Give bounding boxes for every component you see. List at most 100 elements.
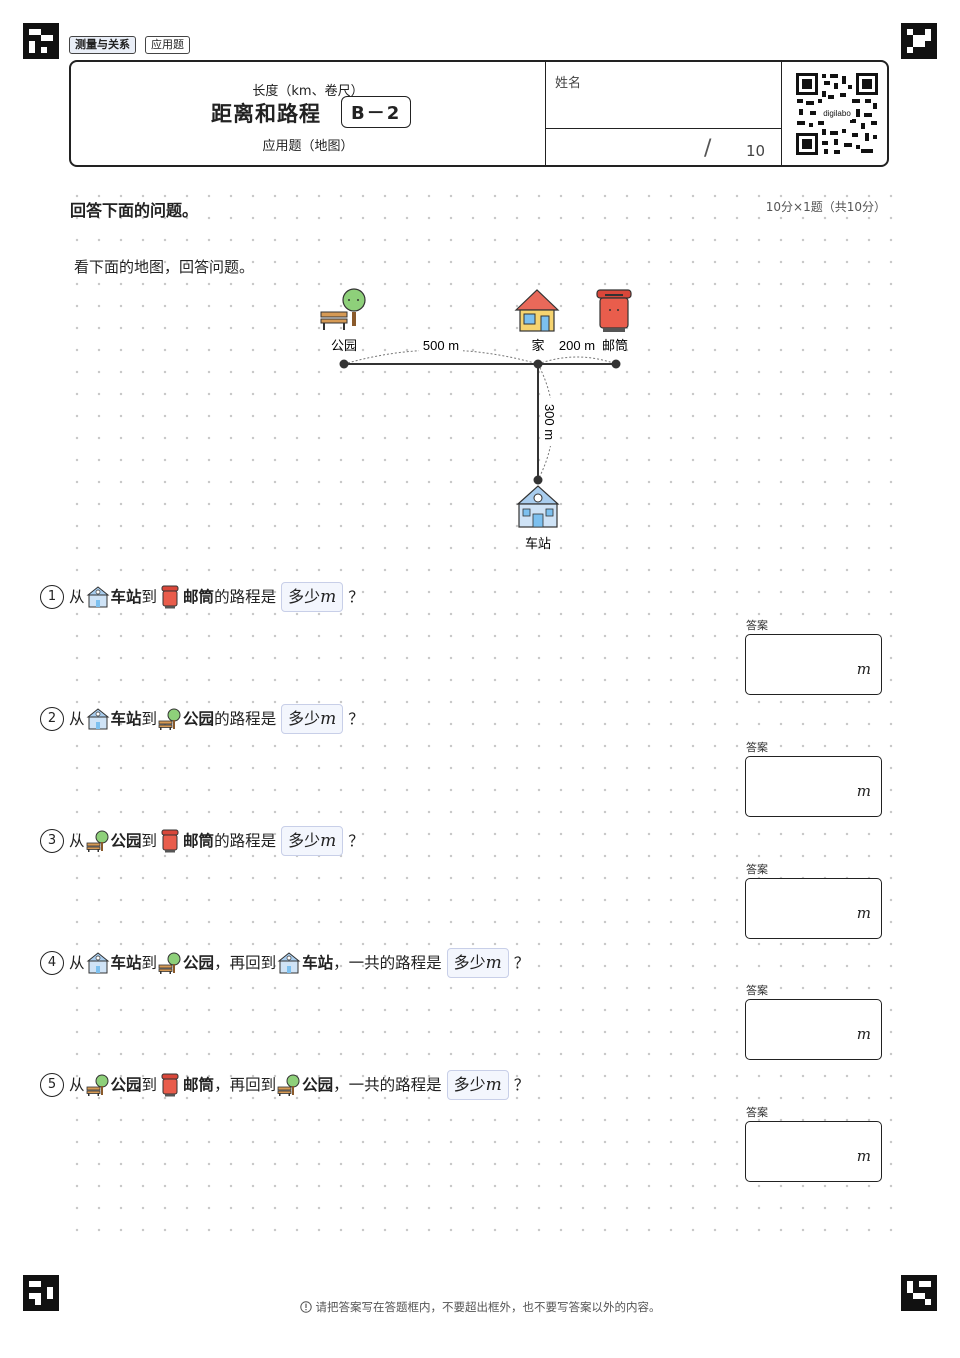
ask-box: 多少m [281, 704, 344, 734]
question-text: 的路程是 [214, 832, 277, 850]
park-icon [320, 288, 366, 330]
place-park: 公园 [110, 1076, 142, 1094]
place-post: 邮筒 [183, 832, 215, 850]
place-park: 公园 [302, 1076, 334, 1094]
ask-unit: m [320, 709, 337, 729]
corner-marker-bottom-left [23, 1275, 59, 1311]
ask-box: 多少m [446, 1070, 509, 1100]
answer-label: 答案 [746, 741, 768, 754]
ask-unit: m [485, 953, 502, 973]
place-station: 车站 [110, 710, 142, 728]
answer-box-3[interactable]: m [745, 878, 882, 939]
park-icon [86, 1073, 110, 1097]
question-text: 从 [69, 954, 85, 972]
ask-unit: m [320, 831, 337, 851]
answer-box-2[interactable]: m [745, 756, 882, 817]
lead-text: 看下面的地图，回答问题。 [74, 258, 255, 276]
distance-home-station: 300 m [542, 404, 557, 440]
header-divider [545, 62, 546, 165]
question-number: 3 [40, 829, 64, 853]
park-icon [158, 951, 182, 975]
qr-label: digilabo [823, 109, 851, 118]
ask-box: 多少m [281, 582, 344, 612]
answer-box-5[interactable]: m [745, 1121, 882, 1182]
place-post: 邮筒 [183, 1076, 215, 1094]
question-text: 到 [141, 588, 158, 606]
question-number: 1 [40, 585, 64, 609]
question-mark: ？ [348, 832, 364, 850]
route-map: 500 m 200 m 300 m 公园 家 邮筒 车站 [320, 288, 632, 551]
instruction-text: 回答下面的问题。 [70, 201, 199, 220]
header-divider-qr [781, 62, 782, 165]
station-icon [86, 951, 110, 975]
question-5: 5 从 公园 到 邮筒 ，再回到 公园 ，一共的路程是 多少m ？ [40, 1070, 529, 1100]
worksheet-header: 长度（km、卷尺） 距离和路程 B－2 应用题（地图） 姓名 / 10 digi… [69, 60, 889, 167]
score-slash: / [704, 136, 712, 161]
question-text: 到 [141, 710, 158, 728]
corner-marker-bottom-right [901, 1275, 937, 1311]
question-number: 5 [40, 1073, 64, 1097]
question-text: ，一共的路程是 [333, 1076, 442, 1094]
node-post [611, 359, 621, 369]
place-park: 公园 [183, 954, 215, 972]
answer-unit: m [856, 904, 871, 922]
ask-text: 多少 [288, 587, 321, 606]
question-1: 1 从 车站 到 邮筒 的路程是 多少m ？ [40, 582, 364, 612]
question-text: 的路程是 [214, 710, 277, 728]
question-mark: ？ [348, 710, 364, 728]
question-text: 从 [69, 588, 85, 606]
answer-box-4[interactable]: m [745, 999, 882, 1060]
ask-text: 多少 [453, 1075, 486, 1094]
place-park: 公园 [110, 832, 142, 850]
answer-label: 答案 [746, 1106, 768, 1119]
postbox-icon [158, 1073, 182, 1097]
question-mark: ？ [513, 954, 530, 972]
station-icon [516, 485, 560, 528]
question-3: 3 从 公园 到 邮筒 的路程是 多少m ？ [40, 826, 364, 856]
question-text: ，再回到 [214, 954, 277, 972]
park-icon [86, 829, 110, 853]
question-4: 4 从 车站 到 公园 ，再回到 车站 ，一共的路程是 多少m ？ [40, 948, 529, 978]
answer-box-1[interactable]: m [745, 634, 882, 695]
question-text: 到 [141, 1076, 158, 1094]
worksheet-title: 距离和路程 [211, 102, 321, 126]
place-park: 公园 [183, 710, 215, 728]
place-station: 车站 [302, 954, 334, 972]
ask-text: 多少 [453, 953, 486, 972]
home-icon [514, 289, 560, 332]
name-label: 姓名 [555, 76, 582, 91]
postbox-icon [158, 829, 182, 853]
park-icon [277, 1073, 301, 1097]
place-station: 车站 [110, 588, 142, 606]
node-home [533, 359, 543, 369]
node-park [339, 359, 349, 369]
question-text: 从 [69, 832, 85, 850]
question-mark: ？ [513, 1076, 530, 1094]
ask-text: 多少 [288, 709, 321, 728]
question-text: ，再回到 [214, 1076, 277, 1094]
question-text: 到 [141, 832, 158, 850]
ask-box: 多少m [446, 948, 509, 978]
question-text: ，一共的路程是 [333, 954, 442, 972]
name-score-divider [546, 128, 781, 129]
points-text: 10分×1题（共10分） [765, 200, 886, 214]
post-label: 邮筒 [602, 338, 628, 353]
header-kind: 应用题（地图） [262, 139, 354, 154]
home-label: 家 [531, 338, 544, 353]
question-mark: ？ [348, 588, 364, 606]
corner-marker-top-right [901, 23, 937, 59]
answer-unit: m [856, 782, 871, 800]
distance-home-post: 200 m [559, 338, 595, 353]
score-total: 10 [746, 142, 766, 160]
answer-label: 答案 [746, 619, 768, 632]
worksheet-code: B－2 [341, 96, 412, 128]
place-post: 邮筒 [183, 588, 215, 606]
station-icon [86, 585, 110, 609]
question-text: 从 [69, 710, 85, 728]
park-label: 公园 [331, 338, 357, 353]
arc-park-home [343, 349, 539, 365]
ask-unit: m [485, 1075, 502, 1095]
node-station [533, 475, 543, 485]
corner-marker-top-left [23, 23, 59, 59]
type-tag: 应用题 [145, 36, 190, 54]
